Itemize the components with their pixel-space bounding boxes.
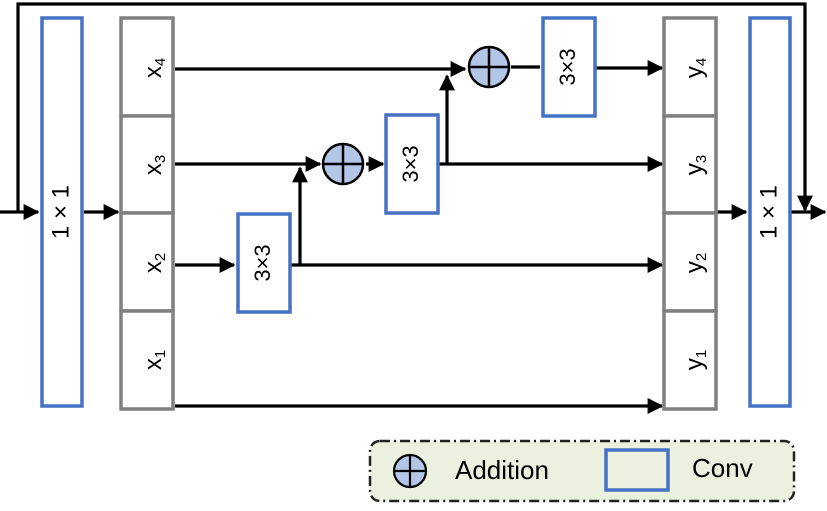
output-conv-1x1: 1 × 1: [748, 16, 792, 408]
y3-label: y3: [681, 155, 710, 175]
output-labels: y4 y3 y2 y1: [681, 58, 710, 370]
addition-legend-icon: [392, 453, 428, 489]
connections: [0, 2, 827, 414]
conv-legend-swatch: [604, 448, 670, 492]
addition-node-2: [467, 45, 511, 89]
split-column: [119, 16, 175, 411]
legend: Addition Conv: [368, 439, 796, 503]
x2-label: x2: [140, 253, 169, 273]
y4-label: y4: [681, 58, 710, 78]
input-conv-label: 1 × 1: [47, 185, 74, 239]
split-labels: x4 x3 x2 x1: [140, 58, 169, 370]
addition-legend-label: Addition: [455, 455, 549, 485]
y1-label: y1: [681, 350, 710, 370]
output-y2: [662, 211, 718, 313]
input-conv-1x1: 1 × 1: [40, 16, 84, 408]
split-x1: [119, 309, 175, 411]
legend-box: [368, 439, 796, 503]
output-y1: [662, 309, 718, 411]
output-y4: [662, 16, 718, 118]
conv3x3-3-label: 3×3: [555, 48, 580, 85]
split-x2: [119, 211, 175, 313]
x3-label: x3: [140, 155, 169, 175]
output-conv-label: 1 × 1: [755, 185, 782, 239]
addition-node-1: [321, 142, 365, 186]
output-column: [662, 16, 718, 411]
x1-label: x1: [140, 350, 169, 370]
conv3x3-2: 3×3: [384, 113, 440, 215]
y2-label: y2: [681, 253, 710, 273]
x4-label: x4: [140, 58, 169, 78]
skip-connection: [16, 2, 813, 212]
conv3x3-1: 3×3: [236, 212, 292, 314]
conv3x3-1-label: 3×3: [250, 244, 275, 281]
conv3x3-3: 3×3: [541, 16, 597, 118]
conv3x3-2-label: 3×3: [398, 145, 423, 182]
conv-legend-label: Conv: [692, 453, 753, 483]
